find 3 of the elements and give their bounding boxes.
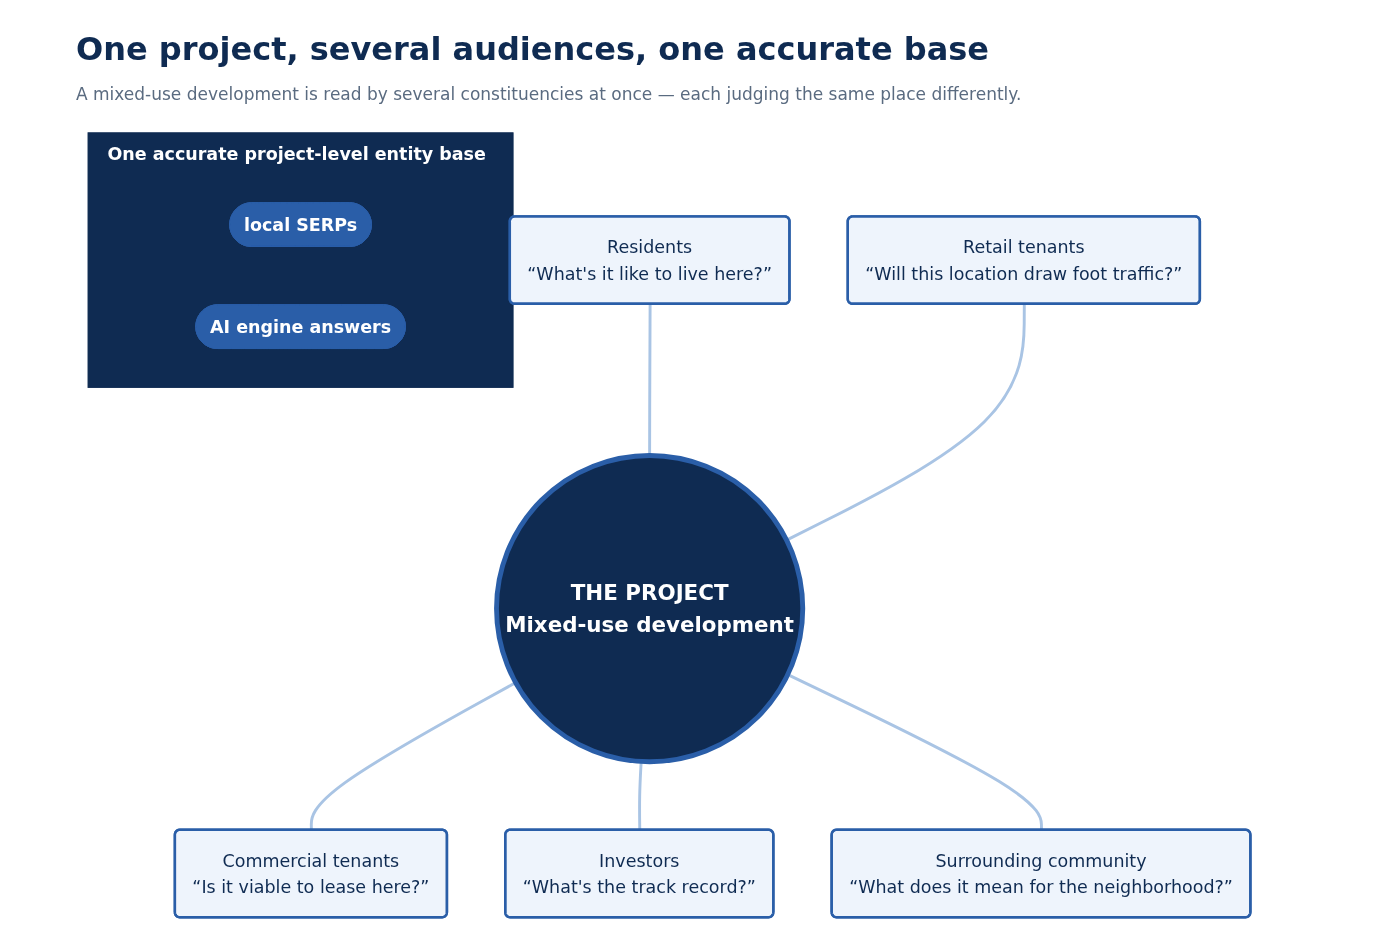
node-circle: THE PROJECT Mixed-use development [494, 453, 806, 765]
caption: A mixed-use development is read by several constituencies at once — each judging the same place differently. [76, 84, 1022, 104]
title: One project, several audiences, one accurate base [76, 30, 989, 68]
